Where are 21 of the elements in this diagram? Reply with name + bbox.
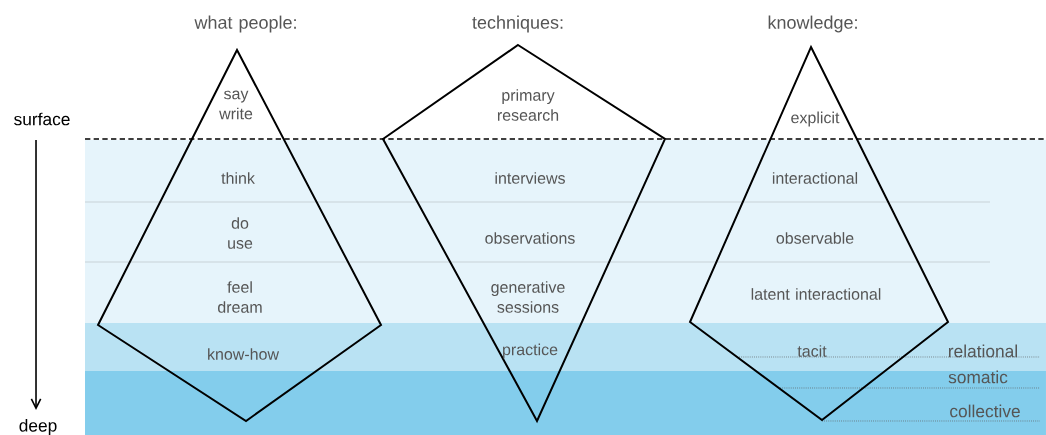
depth-label: surface xyxy=(14,112,70,126)
layer-label: explicit xyxy=(791,111,840,127)
depth-label: deep xyxy=(19,418,57,435)
layer-label: primary research xyxy=(497,89,559,121)
layer-label: do use xyxy=(228,217,253,249)
layer-label: know-how xyxy=(208,348,280,360)
layer-label: observable xyxy=(776,232,854,244)
category-label: somatic xyxy=(948,370,1008,384)
column-heading: techniques: xyxy=(472,15,563,33)
column-heading: knowledge: xyxy=(768,15,857,33)
layer-label: feel dream xyxy=(218,281,262,313)
layer-label: generative sessions xyxy=(491,281,565,313)
column-heading: what people: xyxy=(194,15,296,33)
layer-label: tacit xyxy=(797,345,827,357)
layer-label: observations xyxy=(485,232,575,244)
layer-label: latent interactional xyxy=(751,288,881,300)
layer-label: interactional xyxy=(772,172,858,184)
layer-label: interviews xyxy=(495,172,565,184)
layer-label: practice xyxy=(503,343,558,359)
layer-label: think xyxy=(221,172,255,184)
layer-label: say write xyxy=(219,90,253,120)
